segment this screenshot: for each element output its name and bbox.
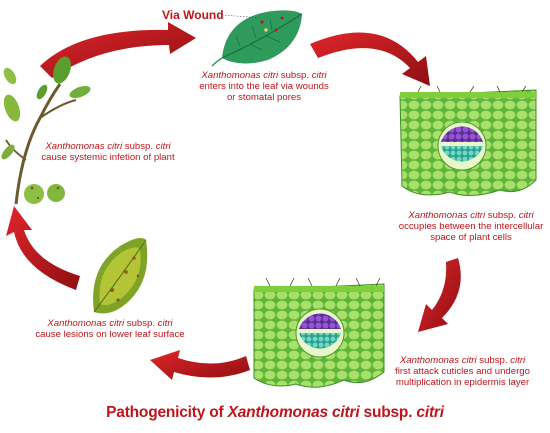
bacteria-cluster	[441, 126, 483, 142]
title-sub: citri	[416, 404, 444, 421]
caption-line3: or stomatal pores	[226, 92, 302, 103]
step-caption-occupy: Xanthomonas citri subsp. citri occupies …	[386, 210, 550, 243]
step-caption-systemic: Xanthomonas citri subsp. citri cause sys…	[18, 141, 198, 163]
bacteria-cluster-lower	[299, 313, 341, 329]
lesion-leaf	[93, 238, 148, 314]
cycle-arrow-bottom	[150, 350, 250, 380]
caption-mid: subsp.	[278, 70, 312, 81]
epidermis-layer-lower	[254, 286, 384, 292]
epidermis-layer	[400, 92, 536, 98]
caption-mid: subsp.	[485, 210, 519, 221]
cycle-arrow-left	[6, 206, 80, 290]
caption-line2: cause lesions on lower leaf surface	[35, 329, 185, 340]
caption-line2: cause systemic infetion of plant	[41, 152, 175, 163]
step-caption-enter: Xanthomonas citri subsp. citri enters in…	[174, 70, 354, 103]
cycle-arrow-top-left	[40, 22, 196, 78]
caption-line2: first attack cuticles and undergo	[395, 366, 530, 377]
caption-species: Xanthomonas citri	[399, 355, 477, 366]
ghost-text	[88, 172, 248, 182]
wound-pointer	[221, 14, 263, 19]
tissue-section-upper	[399, 85, 537, 196]
caption-line3: space of plant cells	[430, 232, 512, 243]
title-pre: Pathogenicity of	[106, 404, 228, 421]
diagram-title: Pathogenicity of Xanthomonas citri subsp…	[0, 404, 550, 422]
caption-species: Xanthomonas citri	[47, 318, 125, 329]
caption-sub: citri	[157, 318, 173, 329]
caption-mid: subsp.	[476, 355, 511, 366]
cycle-arrow-right	[418, 258, 461, 332]
caption-species: Xanthomonas citri	[45, 141, 123, 152]
caption-line2: enters into the leaf via wounds	[199, 81, 329, 92]
tissue-section-lower	[253, 277, 385, 388]
caption-sub: citri	[510, 355, 526, 366]
step-caption-lesions: Xanthomonas citri subsp. citri cause les…	[20, 318, 200, 340]
caption-line3: multiplication in epidermis layer	[395, 377, 530, 388]
caption-sub: citri	[311, 70, 327, 81]
cycle-arrow-top-right	[310, 32, 430, 86]
caption-line2: occupies between the intercellular	[398, 221, 544, 232]
caption-sub: citri	[155, 141, 171, 152]
infected-leaf-top	[211, 10, 303, 67]
step-caption-attack: Xanthomonas citri subsp. citri first att…	[380, 355, 545, 388]
caption-species: Xanthomonas citri	[408, 210, 486, 221]
via-wound-label: Via Wound	[162, 8, 224, 22]
caption-mid: subsp.	[122, 141, 156, 152]
title-post: subsp.	[359, 404, 417, 421]
title-species: Xanthomonas citri	[227, 404, 360, 421]
caption-species: Xanthomonas citri	[201, 70, 279, 81]
infected-citrus-branch	[1, 56, 91, 205]
caption-sub: citri	[518, 210, 534, 221]
caption-mid: subsp.	[124, 318, 158, 329]
